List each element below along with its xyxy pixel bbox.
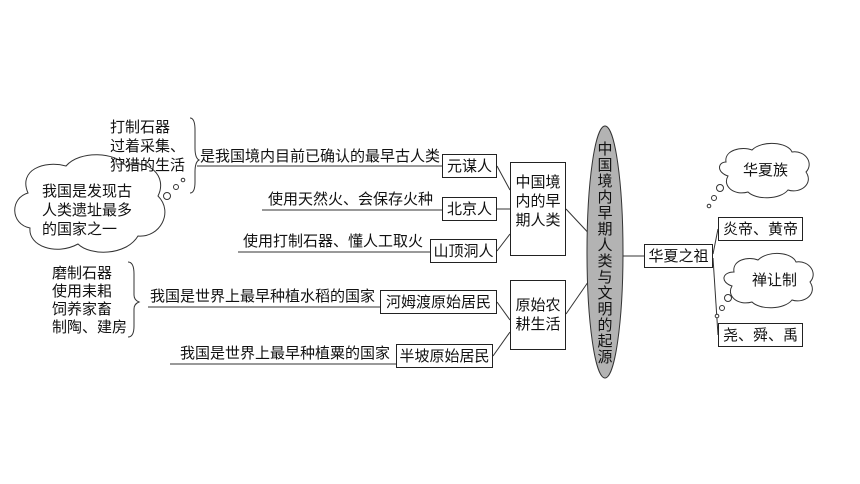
farming-box: 原始农耕生活 (510, 280, 566, 350)
shandingdong-note: 使用打制石器、懂人工取火 (243, 232, 424, 250)
beijing-box: 北京人 (442, 197, 497, 221)
hemudu-box: 河姆渡原始居民 (380, 290, 497, 314)
early-humans-box: 中国境内的早期人类 (510, 162, 566, 256)
farming-label: 原始农耕生活 (515, 296, 561, 333)
shandingdong-box: 山顶洞人 (430, 239, 497, 263)
beijing-cloud-text: 我国是发现古 人类遗址最多 的国家之一 (42, 182, 133, 238)
hemudu-note: 我国是世界上最早种植水稻的国家 (150, 287, 376, 305)
yuanmou-box: 元谋人 (442, 154, 497, 178)
banpo-note: 我国是世界上最早种植粟的国家 (180, 344, 391, 362)
yao-shun-yu-box: 尧、舜、禹 (718, 323, 803, 347)
yan-huang-box: 炎帝、黄帝 (718, 217, 803, 241)
banpo-box: 半坡原始居民 (396, 344, 493, 368)
huaxia-cloud-text: 华夏族 (743, 161, 789, 179)
ancestors-box: 华夏之祖 (644, 244, 713, 268)
yuanmou-traits: 打制石器 过着采集、 狩猎的生活 (110, 118, 186, 174)
hemudu-traits: 磨制石器 使用耒耜 饲养家畜 制陶、建房 (52, 264, 128, 336)
yuanmou-note: 是我国境内目前已确认的最早古人类 (200, 147, 441, 165)
shanrang-cloud-text: 禅让制 (752, 271, 798, 289)
beijing-note: 使用天然火、会保存火种 (268, 190, 434, 208)
center-title: 中国境内早期人类与文明的起源 (597, 140, 613, 366)
early-humans-label: 中国境内的早期人类 (515, 173, 561, 229)
